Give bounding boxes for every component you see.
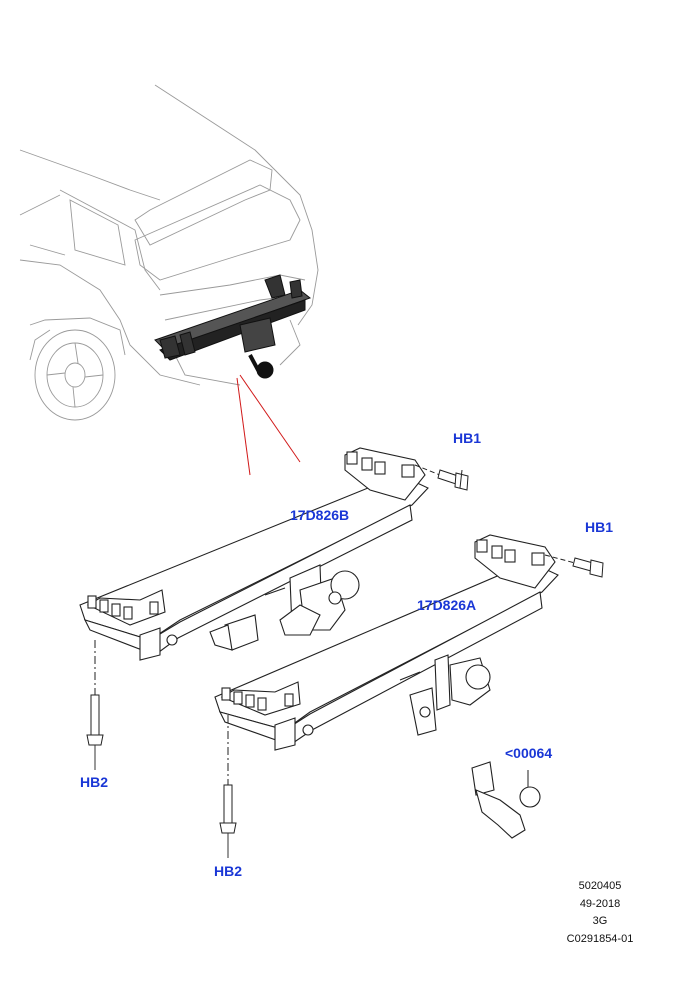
callout-tow-ball[interactable]: <00064 — [505, 745, 553, 761]
callout-hb2-bottom[interactable]: HB2 — [214, 863, 243, 879]
reference-line-1: 5020405 — [578, 880, 622, 892]
leader-lines — [236, 374, 301, 476]
bolt-hb2-bottom[interactable] — [219, 715, 237, 858]
callout-hb1-top[interactable]: HB1 — [453, 430, 482, 446]
towbar-17D826B[interactable] — [79, 447, 429, 661]
bolt-hb2-left[interactable] — [86, 640, 104, 770]
towbar-17D826A[interactable] — [214, 534, 559, 751]
vehicle-outline — [19, 84, 319, 421]
callout-hb2-left[interactable]: HB2 — [80, 774, 109, 790]
reference-line-3: 3G — [592, 915, 608, 927]
callout-17D826A[interactable]: 17D826A — [417, 597, 477, 613]
callout-hb1-right[interactable]: HB1 — [585, 519, 614, 535]
bolt-hb1-right[interactable] — [544, 554, 604, 578]
bolt-hb1-top[interactable] — [414, 464, 469, 491]
reference-line-2: 49-2018 — [579, 898, 621, 910]
reference-line-4: C0291854-01 — [566, 933, 634, 945]
tow-ball-assembly[interactable] — [471, 761, 541, 839]
callout-17D826B[interactable]: 17D826B — [290, 507, 350, 523]
vehicle-towbar-highlight — [154, 274, 312, 379]
